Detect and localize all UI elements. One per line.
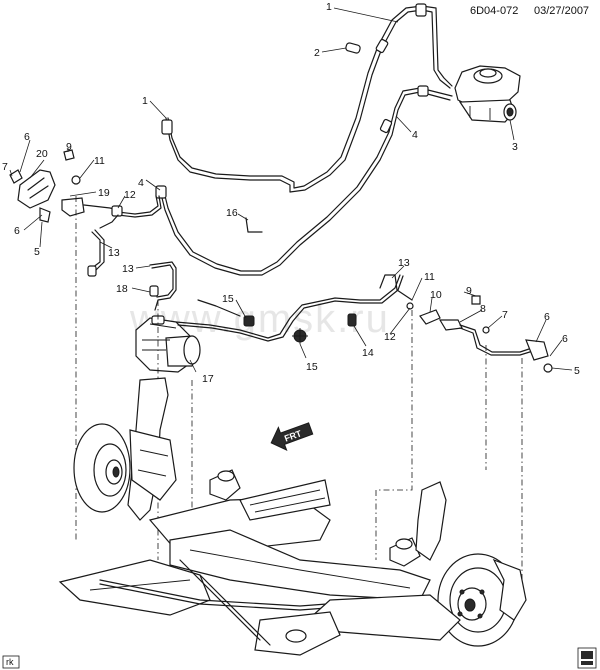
diagram-date: 03/27/2007 [534,5,589,17]
publisher-logo [577,647,597,669]
clip-16 [245,217,263,233]
callout-6: 6 [544,311,550,323]
left-brake-hose [87,195,177,311]
corner-tag: rk [2,655,20,669]
callout-13: 13 [108,247,120,259]
callout-15: 15 [222,293,234,305]
corner-tag-label: rk [6,657,14,667]
abs-modulator-valve [135,315,201,373]
callout-3: 3 [512,141,518,153]
pipe-clip-15b [292,328,308,344]
diagram-code: 6D04-072 [470,5,518,17]
left-brake-hose-bracket [9,149,119,223]
callout-5: 5 [34,246,40,258]
front-suspension-chassis [58,377,527,656]
callout-6: 6 [562,333,568,345]
callout-9: 9 [466,285,472,297]
master-cylinder [454,65,521,123]
pipe-clip-15a [243,315,255,327]
callout-6: 6 [24,131,30,143]
callout-8: 8 [480,303,486,315]
callout-6: 6 [14,225,20,237]
pipe-clip-14 [347,313,357,327]
callout-4: 4 [138,177,144,189]
callout-20: 20 [36,148,48,160]
callout-10: 10 [430,289,442,301]
right-brake-hose-assembly [406,295,553,373]
callout-17: 17 [202,373,214,385]
callout-16: 16 [226,207,238,219]
callout-15: 15 [306,361,318,373]
retainer-clip-2 [345,42,361,54]
front-direction-arrow: FRT [270,422,314,451]
callout-7: 7 [2,161,8,173]
leader-lines [9,7,573,373]
callout-2: 2 [314,47,320,59]
callout-4: 4 [412,129,418,141]
callout-9: 9 [66,141,72,153]
callout-12: 12 [384,331,396,343]
callout-11: 11 [424,271,435,283]
callout-numbers: 1 2 1 4 3 6 20 9 11 7 19 12 4 16 6 5 13 … [2,1,580,385]
callout-18: 18 [116,283,128,295]
callout-12: 12 [124,189,136,201]
callout-5: 5 [574,365,580,377]
callout-13: 13 [398,257,410,269]
callout-13: 13 [122,263,134,275]
brake-pipe-4 [155,85,453,276]
callout-14: 14 [362,347,374,359]
callout-1: 1 [142,95,148,107]
brake-pipe-1 [161,3,453,193]
callout-7: 7 [502,309,508,321]
callout-11: 11 [94,155,105,167]
callout-19: 19 [98,187,110,199]
callout-1: 1 [326,1,332,13]
